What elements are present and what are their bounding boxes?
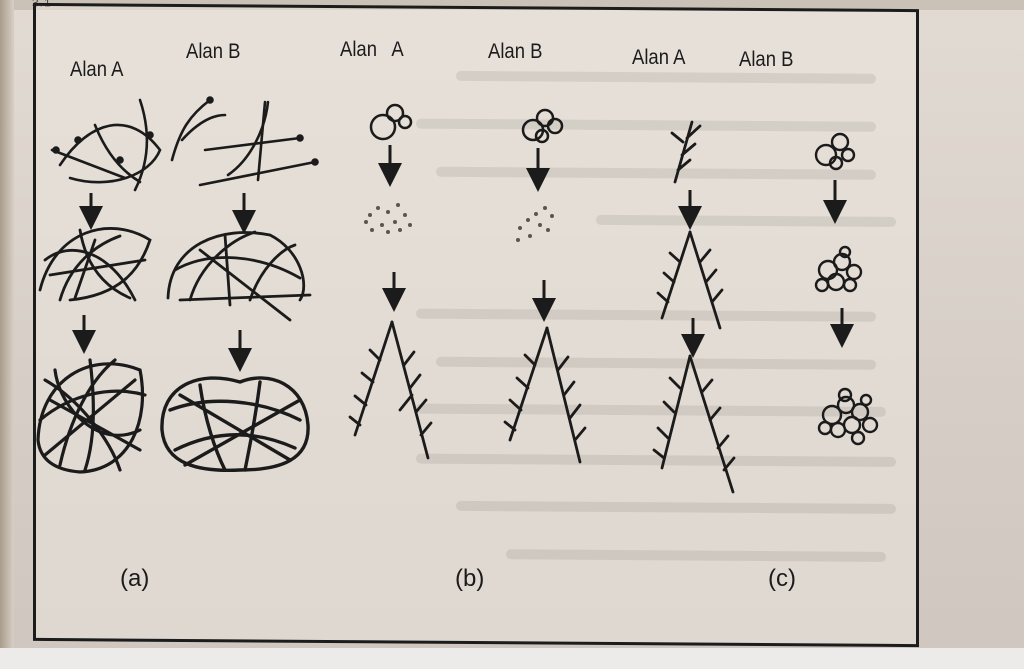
- header-panel-c-alan-a: Alan A: [632, 46, 686, 69]
- panel-c-alan-b-cluster-2: [814, 245, 863, 293]
- panel-b-alan-a-dust: [364, 203, 412, 234]
- header-panel-b-alan-a: Alan A: [340, 38, 404, 61]
- panel-label-c: (c): [768, 565, 796, 592]
- panel-b-alan-a-cluster: [369, 103, 413, 141]
- panel-label-a: (a): [120, 565, 150, 592]
- header-panel-c-alan-b: Alan B: [739, 48, 794, 71]
- panel-a-alan-a-stage-2: [38, 227, 152, 302]
- panel-b-alan-b-cluster: [521, 108, 564, 144]
- panel-a-alan-b-stage-2: [166, 230, 312, 322]
- panel-c-alan-b-cluster-1: [814, 132, 856, 171]
- header-panel-a-alan-b: Alan B: [186, 40, 241, 63]
- page-top-shadow: [0, 0, 1024, 10]
- panel-b-alan-b-tree: [503, 326, 587, 464]
- page-edge-shadow: [0, 0, 14, 669]
- panel-a-alan-a-stage-3: [36, 358, 147, 474]
- panel-label-b: (b): [455, 565, 485, 592]
- page-bottom-strip: [0, 648, 1024, 669]
- panel-c-alan-a-tree-3: [652, 354, 736, 494]
- header-panel-b-alan-b: Alan B: [488, 40, 543, 63]
- panel-a-alan-b-stage-3: [160, 376, 310, 473]
- panel-b-alan-a-tree: [348, 320, 433, 460]
- panel-c-alan-b-cluster-3: [817, 387, 879, 446]
- panel-c-alan-a-tree-2: [656, 230, 724, 330]
- header-panel-a-alan-a: Alan A: [70, 58, 124, 81]
- panel-a-alan-a-stage-1: [50, 98, 162, 192]
- panel-c-alan-a-tree-1: [670, 120, 702, 184]
- panel-b-alan-b-dust: [516, 206, 554, 242]
- panel-a-alan-b-stage-1: [170, 96, 319, 187]
